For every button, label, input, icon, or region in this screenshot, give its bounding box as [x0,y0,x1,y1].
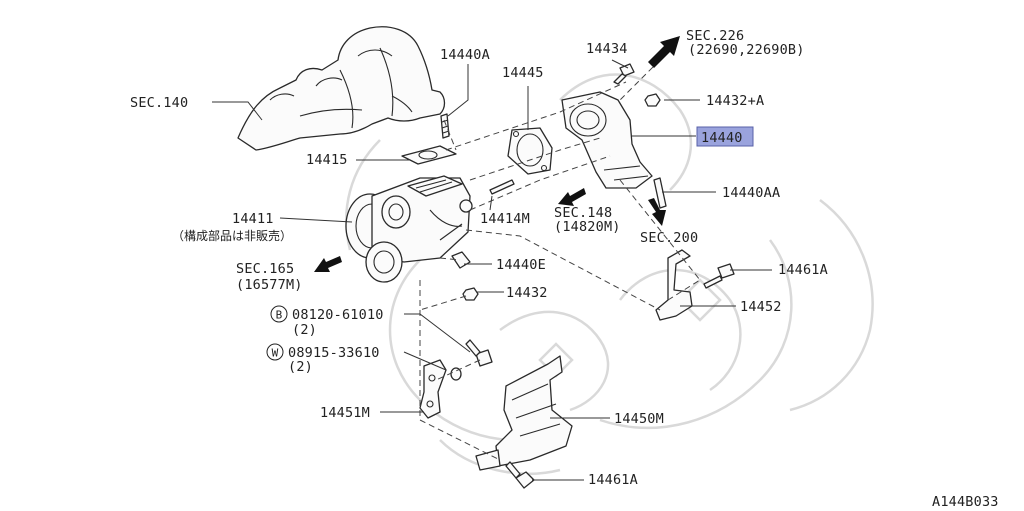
label-sec148-sub: (14820M) [554,219,621,235]
arrow-sec165-icon [314,256,342,272]
label-sec148[interactable]: SEC.148 [554,205,612,221]
exhaust-manifold[interactable] [237,26,446,151]
watermark-emblem [345,73,874,475]
label-14461A-bottom[interactable]: 14461A [588,472,638,488]
bolt-14434[interactable] [613,63,635,85]
label-14451M[interactable]: 14451M [320,405,370,421]
stud-14440A[interactable] [440,113,450,139]
part-labels: SEC.226 (22690,22690B) 14434 14440A 1444… [130,28,999,510]
gasket-14415[interactable] [401,145,457,165]
assembly-lines [419,59,701,461]
badge-w-text: W [272,347,279,360]
label-14411[interactable]: 14411 [232,211,274,227]
arrow-sec200-icon [648,198,666,226]
label-14432[interactable]: 14432 [506,285,548,301]
label-14411-note: （構成部品は非販売） [172,228,292,243]
nut-14432[interactable] [462,287,479,301]
gasket-14445[interactable] [507,127,553,175]
label-14414M[interactable]: 14414M [480,211,530,227]
leader-lines [212,59,772,481]
heat-shield-14450M[interactable] [475,355,573,471]
badge-b-text: B [276,309,283,322]
highlight-14440 [696,126,754,147]
badge-w: W [266,343,284,361]
bracket-14451M[interactable] [419,359,447,419]
label-14440E[interactable]: 14440E [496,257,546,273]
direction-arrows [314,36,680,272]
label-14461A-top[interactable]: 14461A [778,262,828,278]
label-washer-08915[interactable]: 08915-33610 [288,345,380,361]
nut-14432A[interactable] [644,93,661,107]
bolt-08120-61010[interactable] [465,339,493,367]
label-14440A[interactable]: 14440A [440,47,490,63]
turbocharger-14411[interactable] [345,175,473,283]
stud-14414M[interactable] [489,179,515,195]
label-14432A[interactable]: 14432+A [706,93,764,109]
label-14434[interactable]: 14434 [586,41,628,57]
label-14452[interactable]: 14452 [740,299,782,315]
label-sec200[interactable]: SEC.200 [640,230,698,246]
label-bolt-08120[interactable]: 08120-61010 [292,307,384,323]
diagram-code: A144B033 [932,494,999,510]
bolt-14461A-top[interactable] [703,263,735,289]
bolt-14461A-bottom[interactable] [505,461,535,489]
label-14440AA[interactable]: 14440AA [722,185,780,201]
label-14440[interactable]: 14440 [701,130,743,146]
label-14415[interactable]: 14415 [306,152,348,168]
bracket-14440E[interactable] [451,251,471,269]
label-bolt-08120-qty: (2) [292,322,317,338]
arrow-sec226-icon [648,36,680,68]
label-sec140[interactable]: SEC.140 [130,95,188,111]
bracket-14452[interactable] [655,249,693,321]
label-14445[interactable]: 14445 [502,65,544,81]
stud-14440AA[interactable] [653,177,667,209]
label-sec226-sub: (22690,22690B) [688,42,805,58]
label-sec165[interactable]: SEC.165 [236,261,294,277]
label-14450M[interactable]: 14450M [614,411,664,427]
arrow-sec148-icon [558,188,586,206]
label-sec226[interactable]: SEC.226 [686,28,744,44]
label-washer-08915-qty: (2) [288,359,313,375]
badge-b: B [270,305,288,323]
washer-08915-33610[interactable] [450,367,462,381]
turbo-outlet-14440[interactable] [561,91,653,189]
label-sec165-sub: (16577M) [236,277,303,293]
